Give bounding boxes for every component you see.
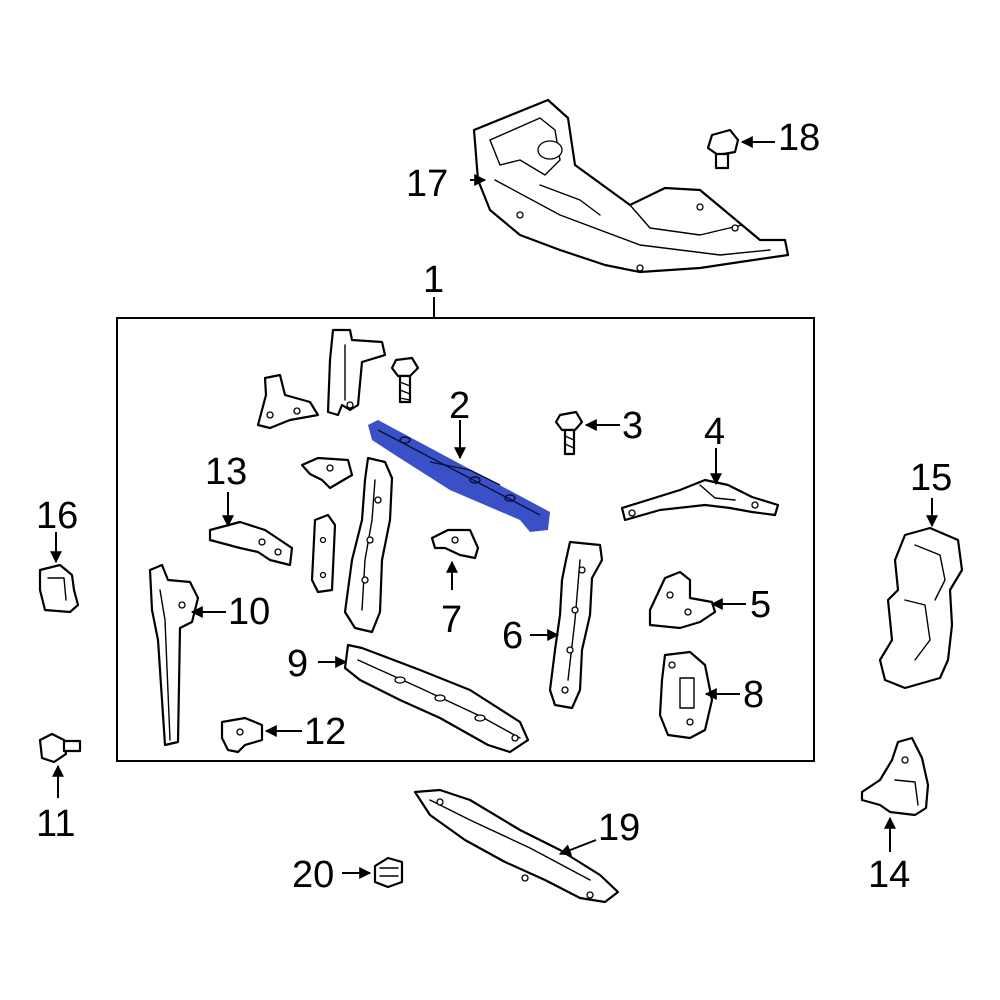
callout-1: 1 <box>423 259 444 301</box>
part-6-side-support[interactable] <box>548 540 604 710</box>
part-bolt-upper[interactable] <box>390 356 420 404</box>
part-15-deflector[interactable] <box>878 526 964 690</box>
callout-19: 19 <box>598 807 640 849</box>
callout-18: 18 <box>778 117 820 159</box>
callout-9: 9 <box>287 643 308 685</box>
part-20-clip[interactable] <box>373 856 404 889</box>
part-upper-bracket-left[interactable] <box>256 373 320 430</box>
part-small-bracket-upper[interactable] <box>300 456 354 490</box>
part-3-bolt[interactable] <box>554 410 584 456</box>
part-10-vertical-member[interactable] <box>148 563 200 747</box>
callout-20: 20 <box>292 854 334 896</box>
part-9-lower-tie-bar[interactable] <box>343 643 530 754</box>
callout-17: 17 <box>406 163 448 205</box>
callout-10: 10 <box>228 591 270 633</box>
callout-11: 11 <box>36 803 75 845</box>
callout-8: 8 <box>743 674 764 716</box>
part-14-bracket[interactable] <box>860 736 930 817</box>
callout-2: 2 <box>449 385 470 427</box>
part-19-lower-shield[interactable] <box>413 788 620 904</box>
assembly-frame <box>116 317 815 762</box>
callout-14: 14 <box>868 854 910 896</box>
part-12-bracket[interactable] <box>220 716 264 754</box>
part-18-bolt[interactable] <box>706 128 740 170</box>
part-17-support-cover[interactable] <box>472 98 790 274</box>
part-11-bolt[interactable] <box>38 732 82 764</box>
part-small-strut[interactable] <box>310 513 337 594</box>
part-7-bracket[interactable] <box>430 528 480 560</box>
callout-12: 12 <box>304 711 346 753</box>
part-side-support-left[interactable] <box>343 456 394 634</box>
callout-5: 5 <box>750 584 771 626</box>
part-8-bracket[interactable] <box>658 650 714 740</box>
part-2-upper-tie-bar[interactable] <box>368 420 550 532</box>
callout-13: 13 <box>205 451 247 493</box>
part-upper-bracket-center[interactable] <box>326 328 387 417</box>
callout-6: 6 <box>502 615 523 657</box>
part-5-bracket[interactable] <box>648 570 717 630</box>
callout-7: 7 <box>441 599 462 641</box>
callout-15: 15 <box>910 457 952 499</box>
part-4-bracket[interactable] <box>620 478 780 522</box>
callout-3: 3 <box>622 405 643 447</box>
callout-16: 16 <box>36 495 78 537</box>
part-13-bracket[interactable] <box>208 520 294 567</box>
part-16-clip[interactable] <box>38 563 80 614</box>
callout-4: 4 <box>704 411 725 453</box>
